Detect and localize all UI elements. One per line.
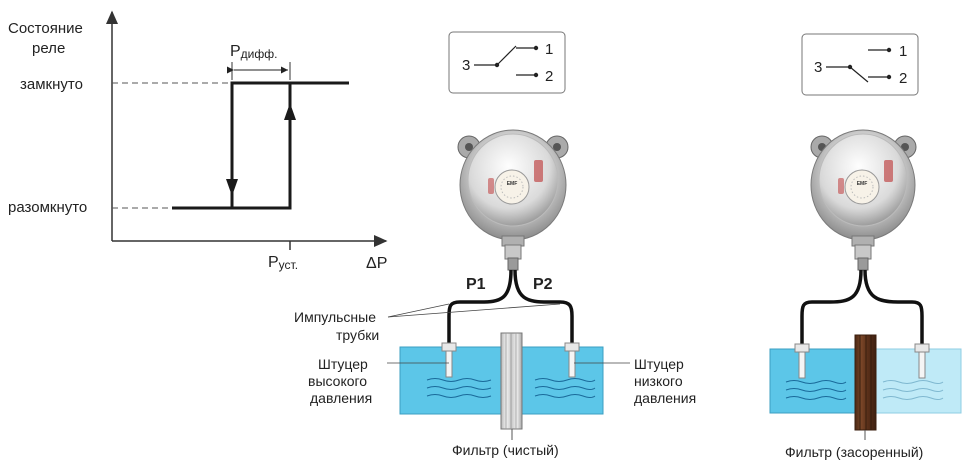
duct-right-high-side: [769, 348, 858, 414]
falling-path: [230, 81, 349, 208]
switch-box-right: 3 1 2: [801, 33, 919, 96]
switch-right-contact1: 1: [899, 43, 907, 60]
high-fitting-label-line1: Штуцер: [318, 356, 368, 372]
switch-box-left: 3 1 2: [448, 31, 566, 94]
gauge-brand-left: EMF: [507, 181, 518, 187]
up-arrow: [284, 103, 296, 120]
high-fitting-label-line2: высокого: [308, 373, 367, 389]
state-open-label: разомкнуто: [8, 199, 87, 216]
flow-lines-right: [785, 380, 847, 400]
switch-left-contact1: 1: [545, 41, 553, 58]
low-fitting-label-line2: низкого: [634, 373, 683, 389]
low-fitting-label-line1: Штуцер: [634, 356, 684, 372]
duct-left: [399, 332, 604, 440]
y-axis-title-line2: реле: [32, 40, 65, 57]
switch-right-blade: [849, 66, 869, 83]
state-closed-label: замкнуто: [20, 76, 83, 93]
filter-clean: [500, 332, 523, 430]
switch-left-contact2: 2: [545, 68, 553, 85]
tube-p2: [513, 269, 574, 350]
switch-left-common: 3: [462, 57, 470, 74]
rising-path: [172, 83, 292, 210]
flow-lines-left: [426, 378, 596, 398]
y-axis-title-line1: Состояние: [8, 20, 83, 37]
low-fitting-label-line3: давления: [634, 390, 696, 406]
pdiff-label-main: Pдифф.: [230, 43, 277, 61]
filter-clean-label: Фильтр (чистый): [452, 442, 559, 458]
high-fitting-label-line3: давления: [310, 390, 372, 406]
tubes-leader-p2: [387, 303, 561, 318]
impulse-tubes-right: [800, 269, 924, 350]
switch-right-contact2: 2: [899, 70, 907, 87]
pressure-switch-right: EMF: [810, 129, 917, 271]
impulse-tubes-left: P1 P2: [447, 269, 574, 350]
gauge-brand-right: EMF: [857, 181, 868, 187]
pressure-switch-left: EMF: [457, 129, 569, 271]
tubes-label-line1: Импульсные: [294, 309, 376, 325]
filter-clogged-label: Фильтр (засоренный): [785, 444, 923, 460]
tube-p1: [447, 269, 513, 350]
hysteresis-graph: Состояние реле замкнуто разомкнуто ΔP Pд…: [8, 10, 388, 272]
setpoint-dial: [844, 169, 880, 205]
switch-left-blade: [496, 45, 517, 66]
fitting-low: [564, 342, 580, 352]
annotations-left: Импульсные трубки Штуцер высокого давлен…: [294, 303, 696, 458]
setpoint-dial: [494, 169, 530, 205]
duct-right: [769, 334, 962, 440]
switch-right-common: 3: [814, 59, 822, 76]
pset-label: Pуст.: [268, 254, 298, 272]
down-arrow: [226, 179, 238, 196]
fitting-high: [441, 342, 457, 352]
filter-clogged: [854, 334, 877, 431]
p2-label: P2: [533, 276, 553, 293]
x-axis-label: ΔP: [366, 255, 387, 272]
tubes-label-line2: трубки: [336, 327, 379, 343]
p1-label: P1: [466, 276, 486, 293]
tubes-leader-p1: [387, 303, 450, 318]
